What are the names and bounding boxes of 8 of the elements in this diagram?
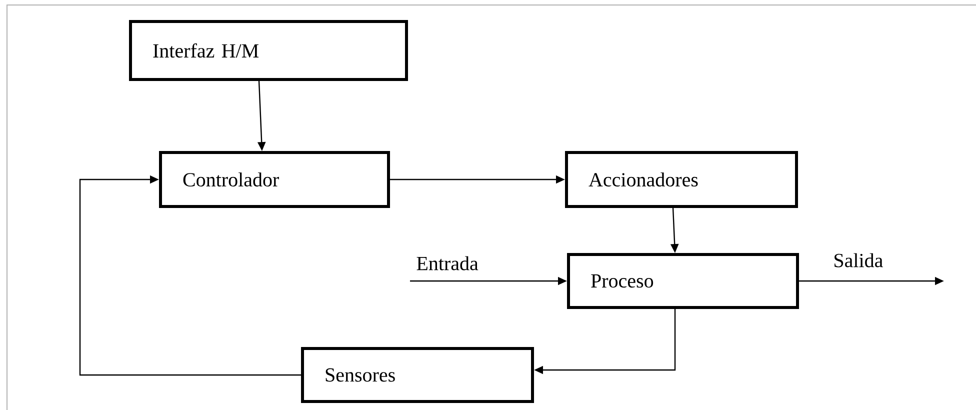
edge-label: Salida	[834, 253, 883, 268]
process-box: Accionadores	[565, 151, 798, 208]
process-box: Proceso	[567, 253, 799, 309]
process-box: Interfaz H/M	[129, 20, 408, 81]
process-box: Controlador	[159, 151, 390, 208]
process-box: Sensores	[301, 347, 534, 403]
edge-label: Entrada	[416, 256, 478, 270]
arrow	[79, 175, 301, 376]
